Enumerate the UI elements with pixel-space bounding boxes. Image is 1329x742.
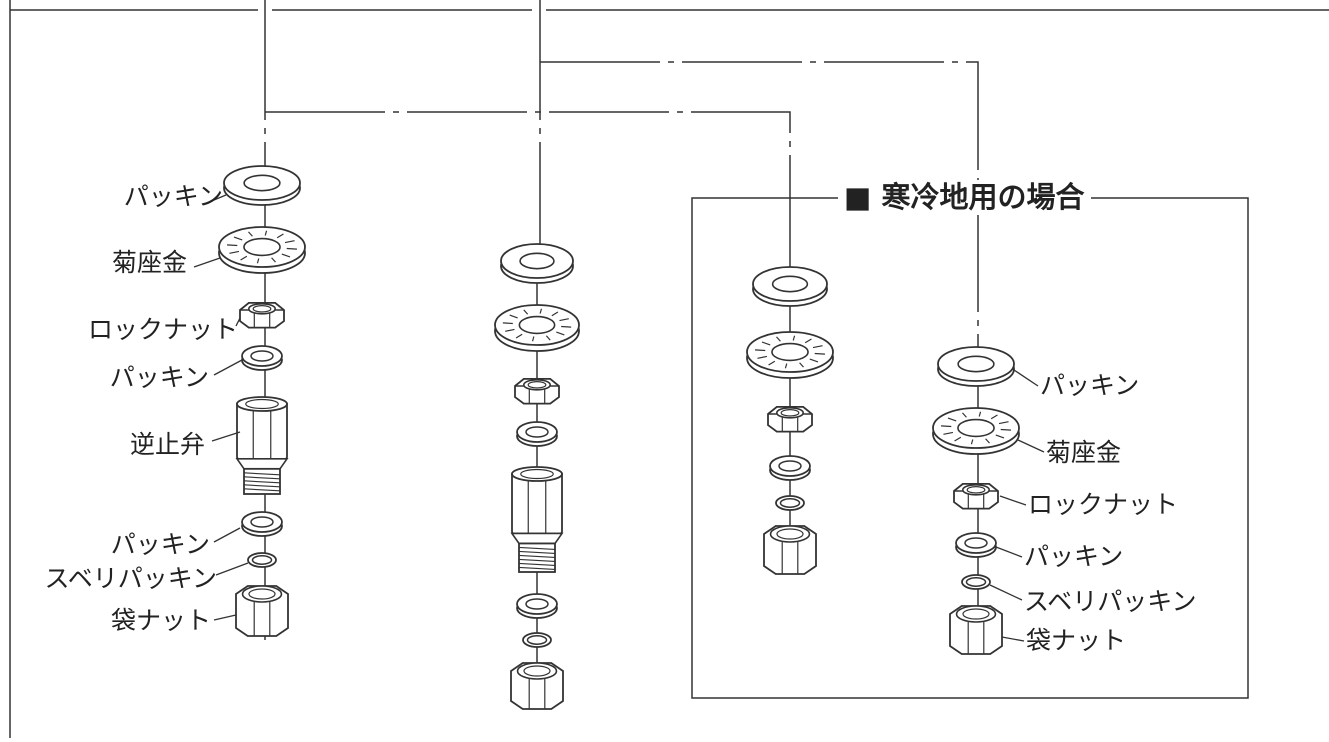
label-slip-packing: スベリパッキン bbox=[44, 564, 217, 593]
lock-nut-d1 bbox=[953, 482, 999, 510]
label-cap-nut: 袋ナット bbox=[110, 606, 211, 635]
label-packing-2: パッキン bbox=[109, 363, 209, 392]
label-cold-packing-1: パッキン bbox=[1040, 371, 1140, 400]
lock-nut-c1 bbox=[767, 405, 813, 433]
assembly-cold-left bbox=[746, 266, 834, 575]
label-packing-1: パッキン bbox=[123, 182, 223, 211]
cap-nut-c1 bbox=[763, 525, 817, 575]
assembly-cold-right bbox=[932, 346, 1020, 655]
packing-m2 bbox=[516, 421, 558, 447]
label-cold-packing-2: パッキン bbox=[1024, 542, 1124, 571]
star-washer-1 bbox=[218, 226, 306, 274]
label-cold-cap-nut: 袋ナット bbox=[1026, 626, 1127, 655]
label-cold-slip-packing: スベリパッキン bbox=[1024, 587, 1197, 616]
star-washer-c1 bbox=[746, 331, 834, 379]
label-lock-nut: ロックナット bbox=[87, 315, 238, 344]
slip-packing-m1 bbox=[522, 632, 552, 648]
packing-1 bbox=[223, 165, 301, 206]
label-cold-washer: 菊座金 bbox=[1046, 438, 1122, 467]
lock-nut-1 bbox=[239, 301, 285, 329]
slip-packing-d1 bbox=[961, 574, 991, 590]
packing-c1 bbox=[752, 266, 828, 307]
assembly-middle bbox=[494, 243, 580, 710]
slip-packing-1 bbox=[247, 552, 277, 568]
leader-lines-right bbox=[989, 369, 1045, 642]
star-washer-m1 bbox=[494, 304, 580, 352]
label-packing-3: パッキン bbox=[110, 530, 210, 559]
packing-d2 bbox=[955, 532, 997, 558]
leader-lines-left bbox=[193, 194, 249, 621]
packing-2 bbox=[241, 345, 283, 371]
packing-m1 bbox=[500, 243, 574, 284]
check-valve-m1 bbox=[510, 466, 564, 573]
assembly-left bbox=[218, 165, 306, 640]
label-washer: 菊座金 bbox=[111, 248, 187, 277]
cap-nut-m1 bbox=[510, 662, 564, 710]
label-cold-lock-nut: ロックナット bbox=[1028, 490, 1179, 519]
slip-packing-c1 bbox=[775, 495, 805, 511]
cap-nut-d1 bbox=[949, 605, 1003, 655]
check-valve-1 bbox=[235, 396, 289, 495]
cold-region-title: ■ 寒冷地用の場合 bbox=[838, 180, 1091, 215]
lock-nut-m1 bbox=[514, 377, 560, 405]
connector-lines bbox=[264, 0, 979, 350]
packing-d1 bbox=[937, 346, 1015, 387]
packing-m3 bbox=[516, 593, 558, 619]
packing-3 bbox=[241, 511, 283, 537]
cap-nut-1 bbox=[235, 585, 289, 637]
star-washer-d1 bbox=[932, 407, 1020, 455]
packing-c2 bbox=[769, 455, 811, 481]
outer-frame bbox=[9, 0, 1329, 738]
label-check-valve: 逆止弁 bbox=[129, 430, 205, 459]
